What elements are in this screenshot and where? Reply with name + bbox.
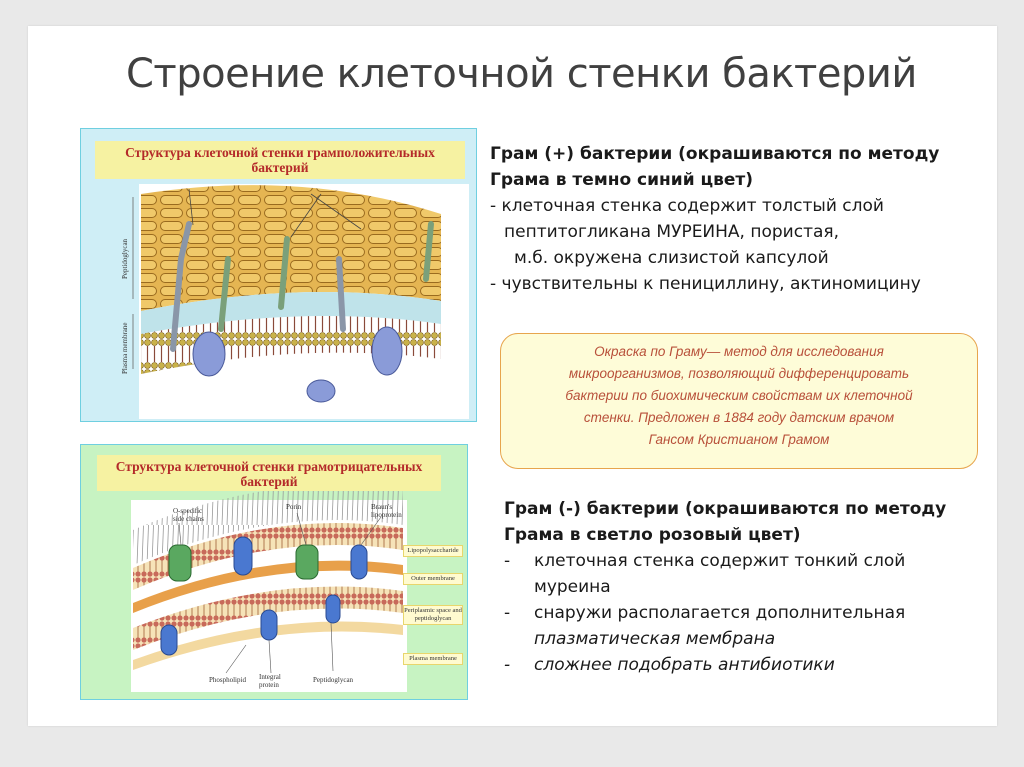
membrane-protein — [372, 327, 402, 375]
gram-negative-item: -сложнее подобрать антибиотики — [504, 652, 946, 678]
gram-positive-heading-2: Грама в темно синий цвет) — [490, 167, 939, 193]
gram-negative-figure-title: Структура клеточной стенки грамотрицател… — [97, 455, 441, 491]
figure-title-line: бактерий — [101, 160, 459, 175]
bullet-marker: - — [504, 548, 534, 574]
figure-title-line: Структура клеточной стенки грамположител… — [101, 145, 459, 160]
plasma-membrane-label: Plasma membrane — [121, 322, 129, 374]
outer-membrane-label: Outer membrane — [403, 573, 463, 585]
note-line: микроорганизмов, позволяющий дифференцир… — [507, 363, 971, 385]
note-line: стенки. Предложен в 1884 году датским вр… — [507, 407, 971, 429]
gram-positive-text: Грам (+) бактерии (окрашиваются по метод… — [490, 141, 939, 297]
item-text: клеточная стенка содержит тонкий слой — [534, 551, 905, 571]
gram-positive-line: - чувствительны к пенициллину, актиномиц… — [490, 271, 939, 297]
note-line: бактерии по биохимическим свойствам их к… — [507, 385, 971, 407]
phospholipid-label: Phospholipid — [209, 676, 246, 684]
gram-negative-figure: Структура клеточной стенки грамотрицател… — [80, 444, 468, 700]
bullet-marker: - — [504, 600, 534, 626]
o-specific-label: O-specific side chains — [173, 507, 213, 523]
figure-title-line: бактерий — [103, 474, 435, 489]
note-line: Окраска по Граму— метод для исследования — [507, 341, 971, 363]
gram-positive-heading: Грам (+) бактерии (окрашиваются по метод… — [490, 141, 939, 167]
integral-protein-label: Integral protein — [259, 673, 289, 689]
gram-negative-text: Грам (-) бактерии (окрашиваются по метод… — [504, 496, 946, 678]
porin-label: Porin — [286, 503, 301, 511]
gram-negative-heading: Грам (-) бактерии (окрашиваются по метод… — [504, 496, 946, 522]
bullet-marker: - — [504, 652, 534, 678]
item-text: сложнее подобрать антибиотики — [534, 655, 835, 675]
membrane-protein — [193, 332, 225, 376]
gram-positive-line: пептитогликана МУРЕИНА, пористая, — [490, 219, 939, 245]
peptidoglycan-label: Peptidoglycan — [121, 239, 129, 279]
note-line: Гансом Кристианом Грамом — [507, 429, 971, 451]
item-text: снаружи располагается дополнительная — [534, 603, 905, 623]
gram-negative-item: -клеточная стенка содержит тонкий слой — [504, 548, 946, 574]
gram-positive-line: м.б. окружена слизистой капсулой — [490, 245, 939, 271]
peptidoglycan-label: Peptidoglycan — [313, 676, 353, 684]
gram-negative-item-cont: муреина — [504, 574, 946, 600]
gram-stain-note: Окраска по Граму— метод для исследования… — [500, 333, 978, 469]
gram-positive-line: - клеточная стенка содержит толстый слой — [490, 193, 939, 219]
figure-title-line: Структура клеточной стенки грамотрицател… — [103, 459, 435, 474]
lps-label: Lipopolysaccharide — [403, 545, 463, 557]
page-title: Строение клеточной стенки бактерий — [126, 51, 917, 97]
gram-negative-heading-2: Грама в светло розовый цвет) — [504, 522, 946, 548]
plasma-membrane-label: Plasma membrane — [403, 653, 463, 665]
brauns-lipoprotein-label: Braun's lipoprotein — [371, 503, 407, 519]
membrane-protein — [307, 380, 335, 402]
gram-negative-item-cont: плазматическая мембрана — [504, 626, 946, 652]
gram-positive-figure: Структура клеточной стенки грамположител… — [80, 128, 477, 422]
gram-positive-figure-title: Структура клеточной стенки грамположител… — [95, 141, 465, 179]
gram-negative-item: -снаружи располагается дополнительная — [504, 600, 946, 626]
periplasmic-label: Periplasmic space and peptidoglycan — [403, 605, 463, 625]
